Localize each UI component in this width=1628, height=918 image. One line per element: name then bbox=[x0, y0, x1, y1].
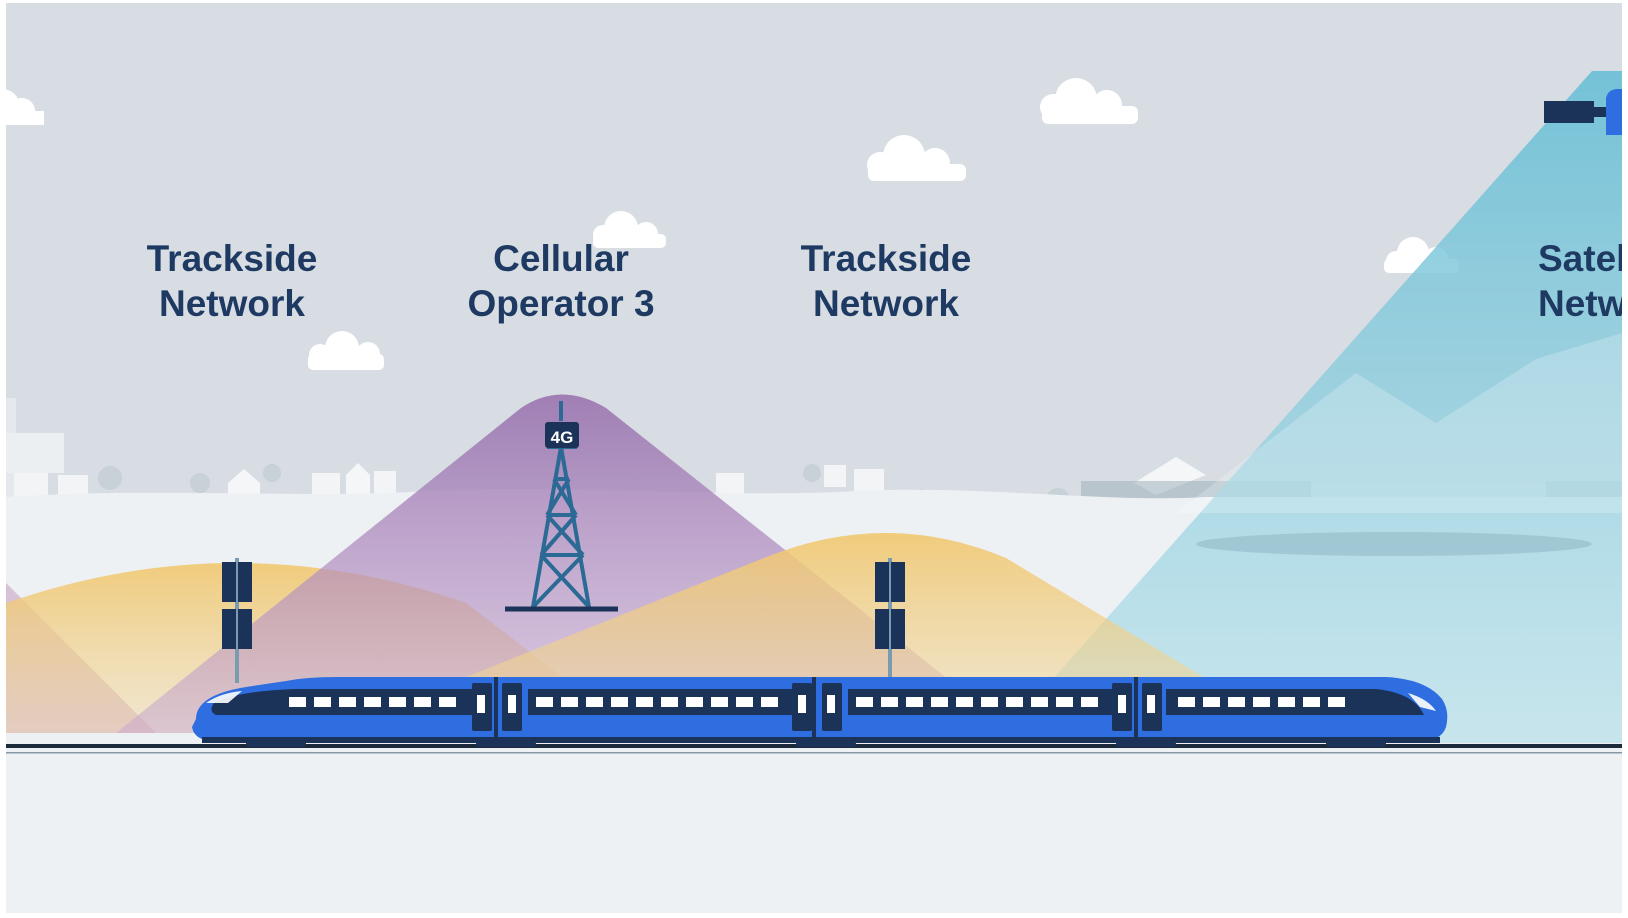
cellular-operator-label: Cellular Operator 3 bbox=[446, 236, 676, 326]
cloud-icon bbox=[1040, 78, 1138, 124]
label-line: Network bbox=[159, 283, 305, 324]
trackside-network-label-left: Trackside Network bbox=[132, 236, 332, 326]
tower-badge bbox=[545, 422, 579, 448]
train bbox=[192, 677, 1448, 747]
cloud-icon bbox=[867, 135, 966, 181]
cloud-icon bbox=[6, 89, 44, 125]
tower-badge-text: 4G bbox=[551, 428, 574, 447]
label-line: Netw bbox=[1538, 283, 1622, 324]
label-line: Operator 3 bbox=[467, 283, 655, 324]
cloud-icon bbox=[308, 331, 384, 370]
trackside-antenna-right bbox=[875, 558, 905, 683]
label-line: Trackside bbox=[146, 238, 318, 279]
label-line: Trackside bbox=[800, 238, 972, 279]
satellite-icon bbox=[1544, 89, 1622, 135]
satellite-network-label: Satel Netw bbox=[1538, 236, 1622, 326]
label-line: Satel bbox=[1538, 238, 1622, 279]
trackside-network-label-right: Trackside Network bbox=[786, 236, 986, 326]
scene-illustration: 4G bbox=[6, 3, 1622, 913]
train-windows bbox=[289, 697, 1345, 707]
cellular-tower bbox=[505, 401, 618, 612]
network-coverage-scene: 4G bbox=[6, 3, 1622, 913]
trackside-antenna-left bbox=[222, 558, 252, 683]
label-line: Cellular bbox=[493, 238, 629, 279]
label-line: Network bbox=[813, 283, 959, 324]
cloud-icon bbox=[593, 211, 666, 248]
rail-track-shadow bbox=[6, 752, 1622, 754]
satellite-coverage-cone bbox=[996, 71, 1622, 743]
